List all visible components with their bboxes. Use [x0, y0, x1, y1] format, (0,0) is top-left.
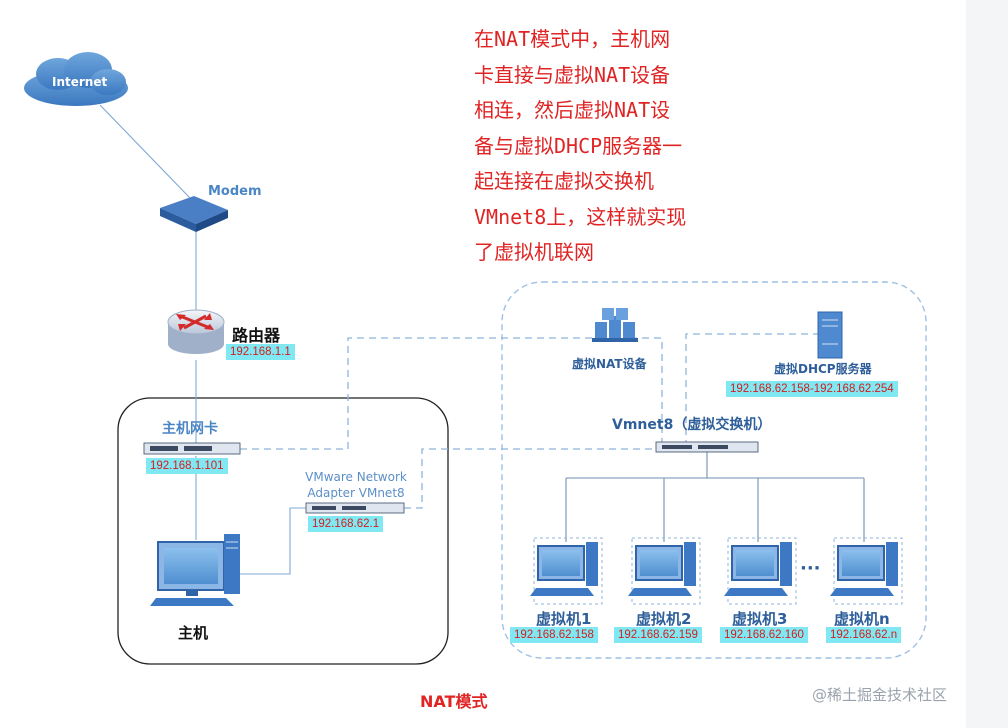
vm-ellipsis: ··· — [800, 558, 821, 579]
link-internet-modem — [99, 104, 191, 199]
vmnet8-adapter-label: VMware Network Adapter VMnet8 — [296, 469, 416, 501]
modem-icon — [160, 196, 228, 232]
vmn-ip: 192.168.62.n — [826, 627, 902, 643]
vm1-ip: 192.168.62.158 — [510, 627, 598, 643]
router-icon — [167, 309, 225, 354]
vm3-ip: 192.168.62.160 — [720, 627, 808, 643]
modem-label: Modem — [208, 184, 262, 199]
diagram-title: NAT模式 — [420, 692, 488, 711]
internet-label: Internet — [52, 75, 108, 89]
dhcp-label: 虚拟DHCP服务器 — [774, 362, 872, 376]
vmnet8-switch-label: Vmnet8（虚拟交换机） — [612, 417, 772, 433]
vmnet8-adapter-label-line1: VMware Network — [305, 470, 407, 484]
host-nic-icon — [143, 442, 241, 455]
watermark: @稀土掘金技术社区 — [812, 686, 948, 704]
vm1-label: 虚拟机1 — [536, 610, 592, 628]
vm2-label: 虚拟机2 — [636, 610, 692, 628]
vm3-label: 虚拟机3 — [732, 610, 788, 628]
router-ip: 192.168.1.1 — [226, 344, 295, 360]
virtual-network-group-box — [501, 281, 927, 659]
link-pc-adapter — [238, 507, 308, 575]
vmnet8-adapter-icon — [305, 502, 405, 514]
vmnet8-switch-icon — [655, 441, 759, 453]
host-nic-label: 主机网卡 — [162, 421, 218, 437]
vmnet8-adapter-label-line2: Adapter VMnet8 — [307, 486, 405, 500]
nat-device-label: 虚拟NAT设备 — [572, 357, 647, 371]
dhcp-server-icon — [817, 311, 843, 359]
link-dhcp-switch — [685, 333, 820, 444]
vm2-ip: 192.168.62.159 — [614, 627, 702, 643]
vmnet8-adapter-ip: 192.168.62.1 — [308, 516, 384, 532]
router-label: 路由器 — [232, 326, 281, 345]
vmn-icon — [830, 537, 903, 605]
nat-description-text: 在NAT模式中，主机网 卡直接与虚拟NAT设备 相连，然后虚拟NAT设 备与虚拟… — [474, 27, 687, 264]
nat-device-icon — [592, 308, 638, 342]
host-nic-ip: 192.168.1.101 — [146, 458, 228, 474]
host-pc-label: 主机 — [178, 624, 209, 642]
vm2-icon — [628, 537, 701, 605]
vm3-icon — [724, 537, 797, 605]
dhcp-range: 192.168.62.158-192.168.62.254 — [726, 381, 898, 397]
host-group-box — [117, 397, 449, 665]
link-nat-switch — [630, 337, 663, 444]
link-nic-nat — [240, 337, 592, 450]
link-adapter-switch — [404, 448, 656, 509]
vm1-icon — [530, 537, 603, 605]
host-pc-icon — [150, 534, 240, 606]
vmn-label: 虚拟机n — [834, 610, 890, 628]
page-margin-strip — [966, 0, 1008, 728]
internet-cloud-icon — [24, 52, 128, 106]
